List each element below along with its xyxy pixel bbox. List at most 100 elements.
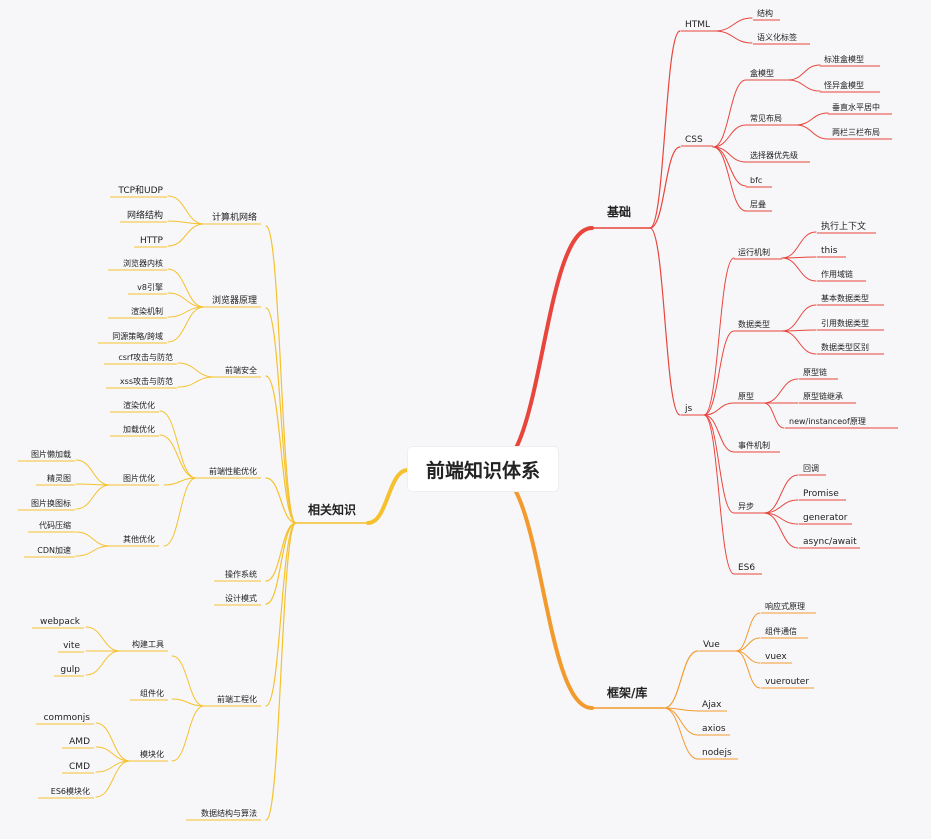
node-image-opt[interactable]: 图片优化	[123, 473, 155, 483]
node-amd[interactable]: AMD	[69, 737, 90, 747]
node-axios[interactable]: axios	[702, 724, 726, 734]
node-vuex[interactable]: vuex	[765, 652, 787, 662]
node-event-loop[interactable]: 事件机制	[738, 440, 770, 450]
node-standard-box[interactable]: 标准盒模型	[824, 54, 864, 64]
node-modularization[interactable]: 模块化	[140, 749, 164, 759]
node-exec-context[interactable]: 执行上下文	[821, 220, 866, 232]
branch-related[interactable]: 相关知识	[308, 502, 356, 517]
link-line	[663, 707, 699, 736]
node-gulp[interactable]: gulp	[60, 665, 80, 675]
node-primitive-types[interactable]: 基本数据类型	[821, 293, 869, 303]
node-async[interactable]: 异步	[738, 502, 754, 511]
node-commonjs[interactable]: commonjs	[44, 713, 91, 723]
node-vuerouter[interactable]: vuerouter	[765, 677, 809, 687]
node-vite[interactable]: vite	[63, 641, 80, 651]
node-bfc[interactable]: bfc	[750, 176, 762, 185]
node-other-opt[interactable]: 其他优化	[123, 534, 155, 544]
node-cdn[interactable]: CDN加速	[37, 545, 71, 555]
node-scope-chain[interactable]: 作用域链	[821, 269, 853, 279]
node-async-await[interactable]: async/await	[803, 537, 857, 547]
mind-map-links	[18, 17, 898, 821]
node-nodejs[interactable]: nodejs	[702, 748, 732, 758]
node-this[interactable]: this	[821, 246, 838, 256]
node-v8[interactable]: v8引擎	[137, 282, 163, 292]
node-minify[interactable]: 代码压缩	[39, 520, 71, 530]
link-line	[167, 195, 205, 225]
node-browser[interactable]: 浏览器原理	[212, 294, 257, 306]
node-csrf[interactable]: csrf攻击与防范	[118, 352, 173, 362]
link-line	[795, 124, 829, 140]
node-callback[interactable]: 回调	[803, 464, 819, 473]
node-os[interactable]: 操作系统	[225, 569, 257, 579]
node-load-opt[interactable]: 加载优化	[123, 424, 155, 434]
node-box-model[interactable]: 盒模型	[750, 68, 774, 78]
node-column-layout[interactable]: 两栏三栏布局	[832, 127, 880, 137]
node-render-opt[interactable]: 渲染优化	[123, 400, 155, 410]
link-line	[265, 522, 297, 605]
node-network[interactable]: 计算机网络	[212, 211, 257, 223]
link-line	[177, 376, 215, 388]
link-root-framework	[492, 470, 594, 710]
link-line	[703, 402, 735, 416]
node-security[interactable]: 前端安全	[225, 365, 257, 375]
link-line	[265, 307, 297, 524]
node-http[interactable]: HTTP	[140, 236, 164, 246]
node-performance[interactable]: 前端性能优化	[209, 466, 257, 476]
node-new-instanceof[interactable]: new/instanceof原理	[789, 417, 866, 426]
link-line	[663, 650, 699, 709]
node-runtime[interactable]: 运行机制	[738, 247, 770, 257]
node-reactivity[interactable]: 响应式原理	[765, 601, 805, 611]
node-stacking[interactable]: 层叠	[750, 200, 766, 209]
node-html-semantic[interactable]: 语义化标签	[757, 32, 797, 42]
node-component-comm[interactable]: 组件通信	[765, 626, 797, 636]
node-engineering[interactable]: 前端工程化	[217, 694, 257, 704]
node-js[interactable]: js	[684, 404, 693, 414]
node-selector-priority[interactable]: 选择器优先级	[750, 150, 798, 160]
node-es6-module[interactable]: ES6模块化	[51, 786, 90, 796]
branch-basics[interactable]: 基础	[606, 204, 631, 219]
node-render-mechanism[interactable]: 渲染机制	[131, 306, 163, 316]
node-reference-types[interactable]: 引用数据类型	[821, 318, 869, 328]
node-html-structure[interactable]: 结构	[757, 8, 773, 18]
node-algo[interactable]: 数据结构与算法	[201, 808, 257, 818]
node-css[interactable]: CSS	[685, 135, 703, 145]
node-browser-kernel[interactable]: 浏览器内核	[123, 258, 163, 268]
node-xss[interactable]: xss攻击与防范	[120, 376, 173, 386]
node-html[interactable]: HTML	[685, 20, 710, 30]
node-proto-inherit[interactable]: 原型链继承	[803, 391, 843, 401]
link-line	[95, 722, 131, 762]
node-cmd[interactable]: CMD	[69, 762, 90, 772]
node-same-origin[interactable]: 同源策略/跨域	[112, 331, 163, 341]
node-ajax[interactable]: Ajax	[702, 700, 722, 710]
link-line	[714, 17, 753, 32]
node-sprite[interactable]: 精灵图	[47, 473, 71, 483]
node-generator[interactable]: generator	[803, 513, 848, 523]
node-tcp-udp[interactable]: TCP和UDP	[117, 185, 163, 196]
link-line	[712, 146, 747, 212]
node-lazy-load[interactable]: 图片懒加载	[31, 449, 71, 459]
node-componentization[interactable]: 组件化	[140, 688, 164, 698]
node-promise[interactable]: Promise	[803, 489, 839, 499]
branch-framework[interactable]: 框架/库	[607, 685, 647, 700]
node-data-types[interactable]: 数据类型	[738, 319, 770, 329]
node-quirks-box[interactable]: 怪异盒模型	[824, 80, 864, 90]
node-design[interactable]: 设计模式	[225, 593, 257, 603]
node-webpack[interactable]: webpack	[40, 617, 81, 627]
node-type-diff[interactable]: 数据类型区别	[821, 342, 869, 352]
node-image-icon[interactable]: 图片换图标	[31, 498, 71, 508]
node-build-tools[interactable]: 构建工具	[132, 639, 164, 649]
node-proto-chain[interactable]: 原型链	[803, 367, 827, 377]
link-line	[712, 79, 747, 148]
link-line	[167, 268, 205, 308]
link-line	[75, 545, 111, 557]
node-es6[interactable]: ES6	[738, 563, 755, 573]
node-prototype[interactable]: 原型	[738, 392, 754, 401]
node-network-structure[interactable]: 网络结构	[127, 209, 163, 221]
link-line	[75, 459, 111, 486]
node-vue[interactable]: Vue	[703, 640, 720, 650]
node-center-layout[interactable]: 垂直水平居中	[832, 102, 880, 112]
link-line	[763, 402, 785, 429]
root-node[interactable]: 前端知识体系	[408, 447, 558, 491]
link-root-basics	[492, 226, 594, 470]
node-layout[interactable]: 常见布局	[750, 113, 782, 123]
